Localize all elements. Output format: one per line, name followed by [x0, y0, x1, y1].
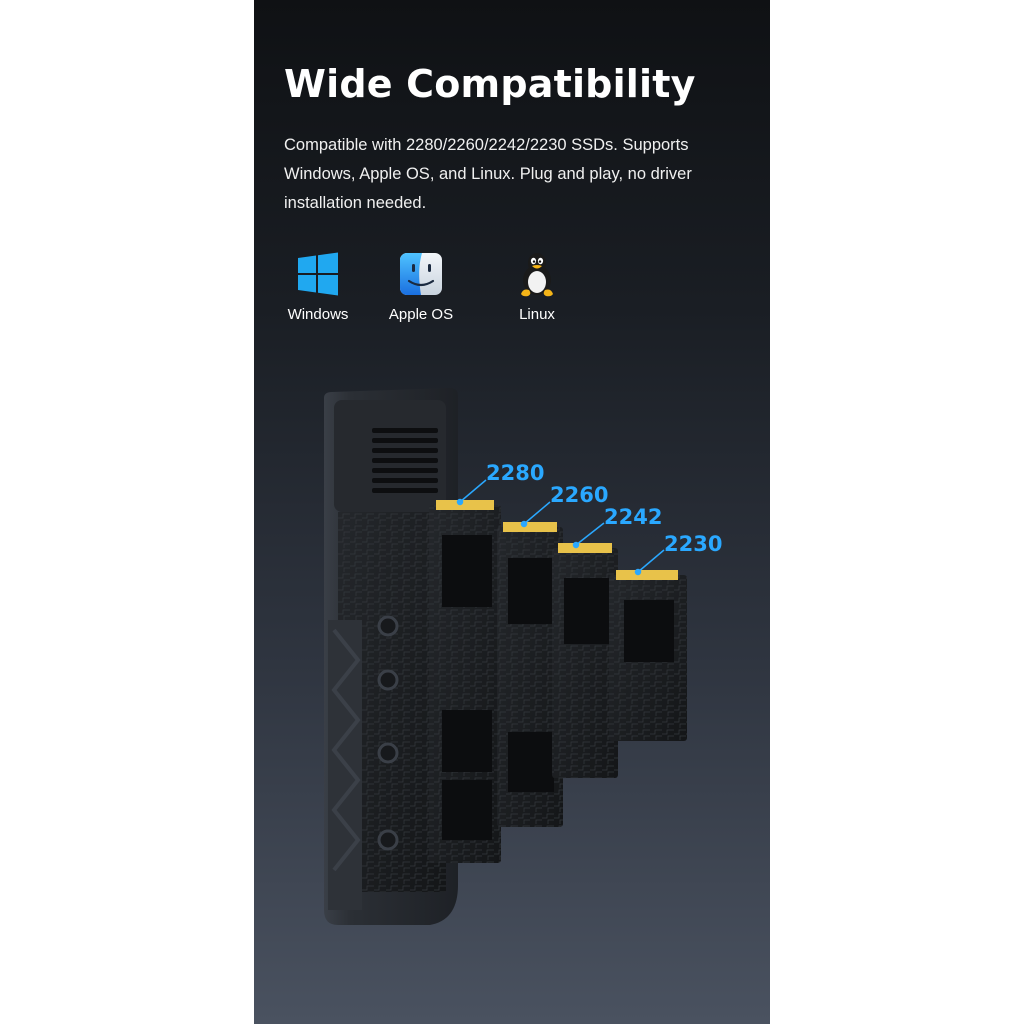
os-label-apple: Apple OS	[388, 306, 454, 323]
ssd-2280-card	[429, 500, 501, 863]
ssd-2242-card	[552, 543, 618, 778]
size-label-2230: 2230	[664, 532, 723, 556]
os-item-linux: Linux	[492, 250, 582, 323]
os-item-apple: Apple OS	[376, 250, 466, 323]
size-label-2242: 2242	[604, 505, 663, 529]
tux-penguin-icon	[521, 253, 553, 297]
ssd-enclosure	[324, 388, 458, 925]
product-panel: Wide Compatibility Compatible with 2280/…	[254, 0, 770, 1024]
enclosure-illustration	[324, 388, 687, 925]
ssd-2260-card	[497, 522, 563, 827]
os-label-linux: Linux	[519, 306, 555, 323]
size-label-2280: 2280	[486, 461, 545, 485]
size-label-2260: 2260	[550, 483, 609, 507]
os-label-windows: Windows	[287, 306, 349, 323]
ssd-2230-card	[609, 570, 687, 741]
description-text: Compatible with 2280/2260/2242/2230 SSDs…	[284, 136, 692, 212]
os-item-windows: Windows	[273, 250, 363, 323]
windows-logo-icon	[298, 252, 338, 296]
page-title: Wide Compatibility	[284, 62, 696, 106]
finder-face-icon	[400, 253, 442, 295]
